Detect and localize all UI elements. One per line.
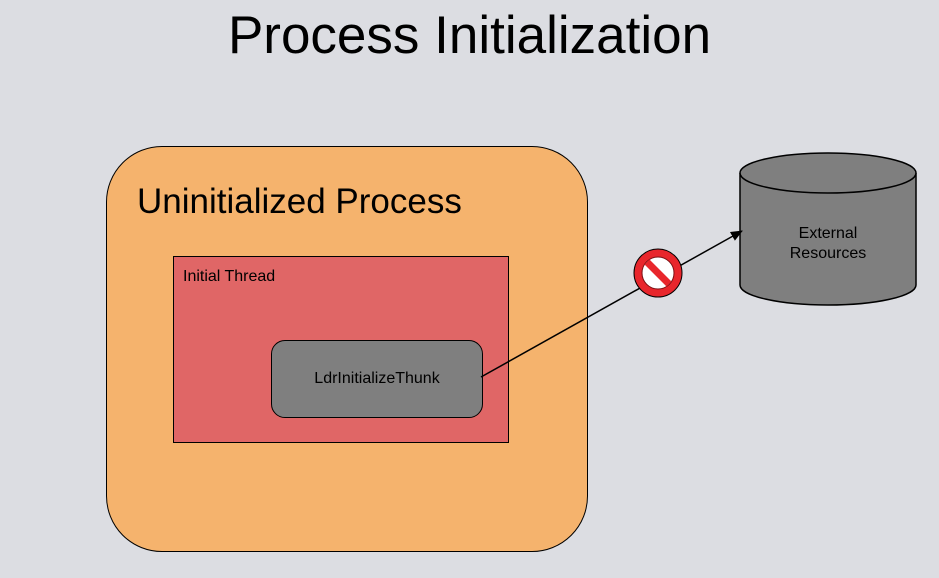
thread-label: Initial Thread <box>183 268 276 285</box>
slide-title: Process Initialization <box>227 6 712 65</box>
external-resources-cylinder <box>739 152 917 306</box>
initial-thread-box: Initial Thread LdrInitializeThunk <box>173 256 509 443</box>
process-label: Uninitialized Process <box>137 182 462 221</box>
routine-label: LdrInitializeThunk <box>314 370 440 387</box>
blocked-access-arrow <box>480 230 743 378</box>
uninitialized-process-box: Uninitialized Process Initial Thread Ldr… <box>106 146 588 552</box>
prohibited-icon <box>633 248 683 298</box>
resources-line-1: External <box>798 225 858 242</box>
resources-line-2: Resources <box>789 245 867 262</box>
external-resources-label: External Resources <box>740 224 916 264</box>
ldr-initialize-thunk-box: LdrInitializeThunk <box>271 340 483 418</box>
